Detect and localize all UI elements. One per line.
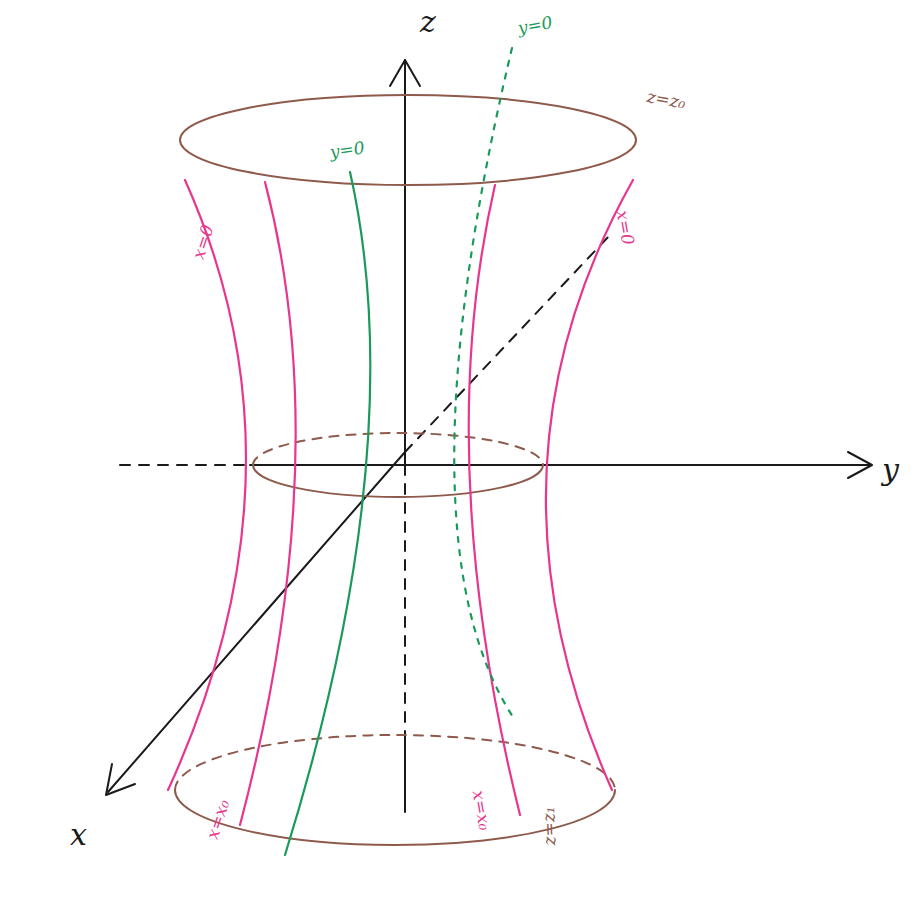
curve-label: y=0 — [517, 14, 554, 37]
bottom-ellipse-hidden — [175, 735, 615, 790]
y-axis-hidden — [120, 464, 250, 466]
x-axis-hidden — [405, 235, 610, 452]
plane-label: z=z₀ — [646, 88, 687, 112]
arrow-head — [106, 764, 135, 795]
top-ellipse — [180, 95, 636, 185]
y-zero-curve-hidden — [454, 48, 515, 720]
x-x0-curve — [240, 182, 296, 825]
axis-label: x — [70, 820, 87, 850]
x-x0-curve — [469, 185, 520, 815]
axis-label: z — [420, 7, 436, 37]
z-axis — [404, 60, 406, 465]
y-axis — [250, 464, 870, 466]
arrow-head — [848, 452, 872, 478]
x-zero-curve — [168, 180, 246, 790]
plane-label: z=z₁ — [540, 806, 558, 846]
y-zero-curve — [285, 172, 370, 855]
z-axis — [404, 740, 406, 812]
curve-label: x=0 — [614, 209, 637, 246]
z-axis-hidden — [404, 465, 406, 740]
curve-label: y=0 — [329, 139, 366, 161]
curve-label: x=x₀ — [204, 797, 233, 841]
x-axis — [108, 452, 405, 792]
arrow-head — [390, 60, 420, 86]
waist-ellipse — [253, 465, 543, 497]
x-zero-curve — [546, 180, 633, 790]
curve-label: x=x₀ — [470, 789, 494, 832]
axis-label: y — [882, 455, 899, 485]
